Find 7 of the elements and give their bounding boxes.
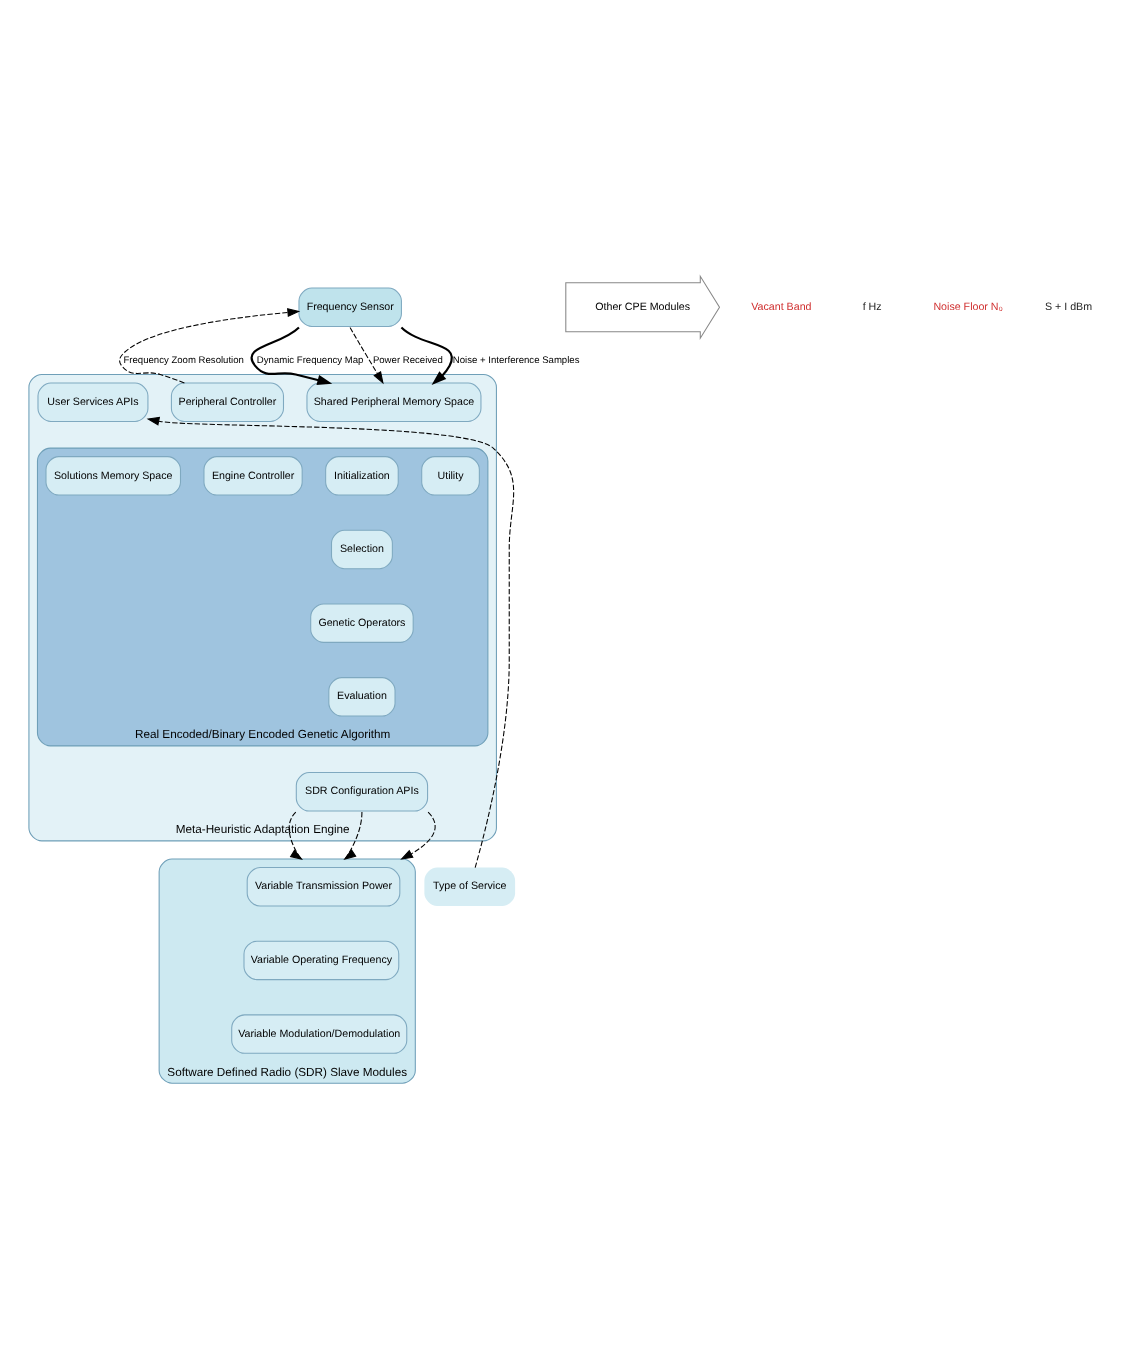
arrow <box>400 325 453 384</box>
arrow <box>119 307 301 383</box>
arrow <box>343 810 363 859</box>
arrow <box>349 325 384 384</box>
arrow <box>146 415 515 868</box>
arrow <box>250 325 333 385</box>
arrow <box>288 810 303 859</box>
